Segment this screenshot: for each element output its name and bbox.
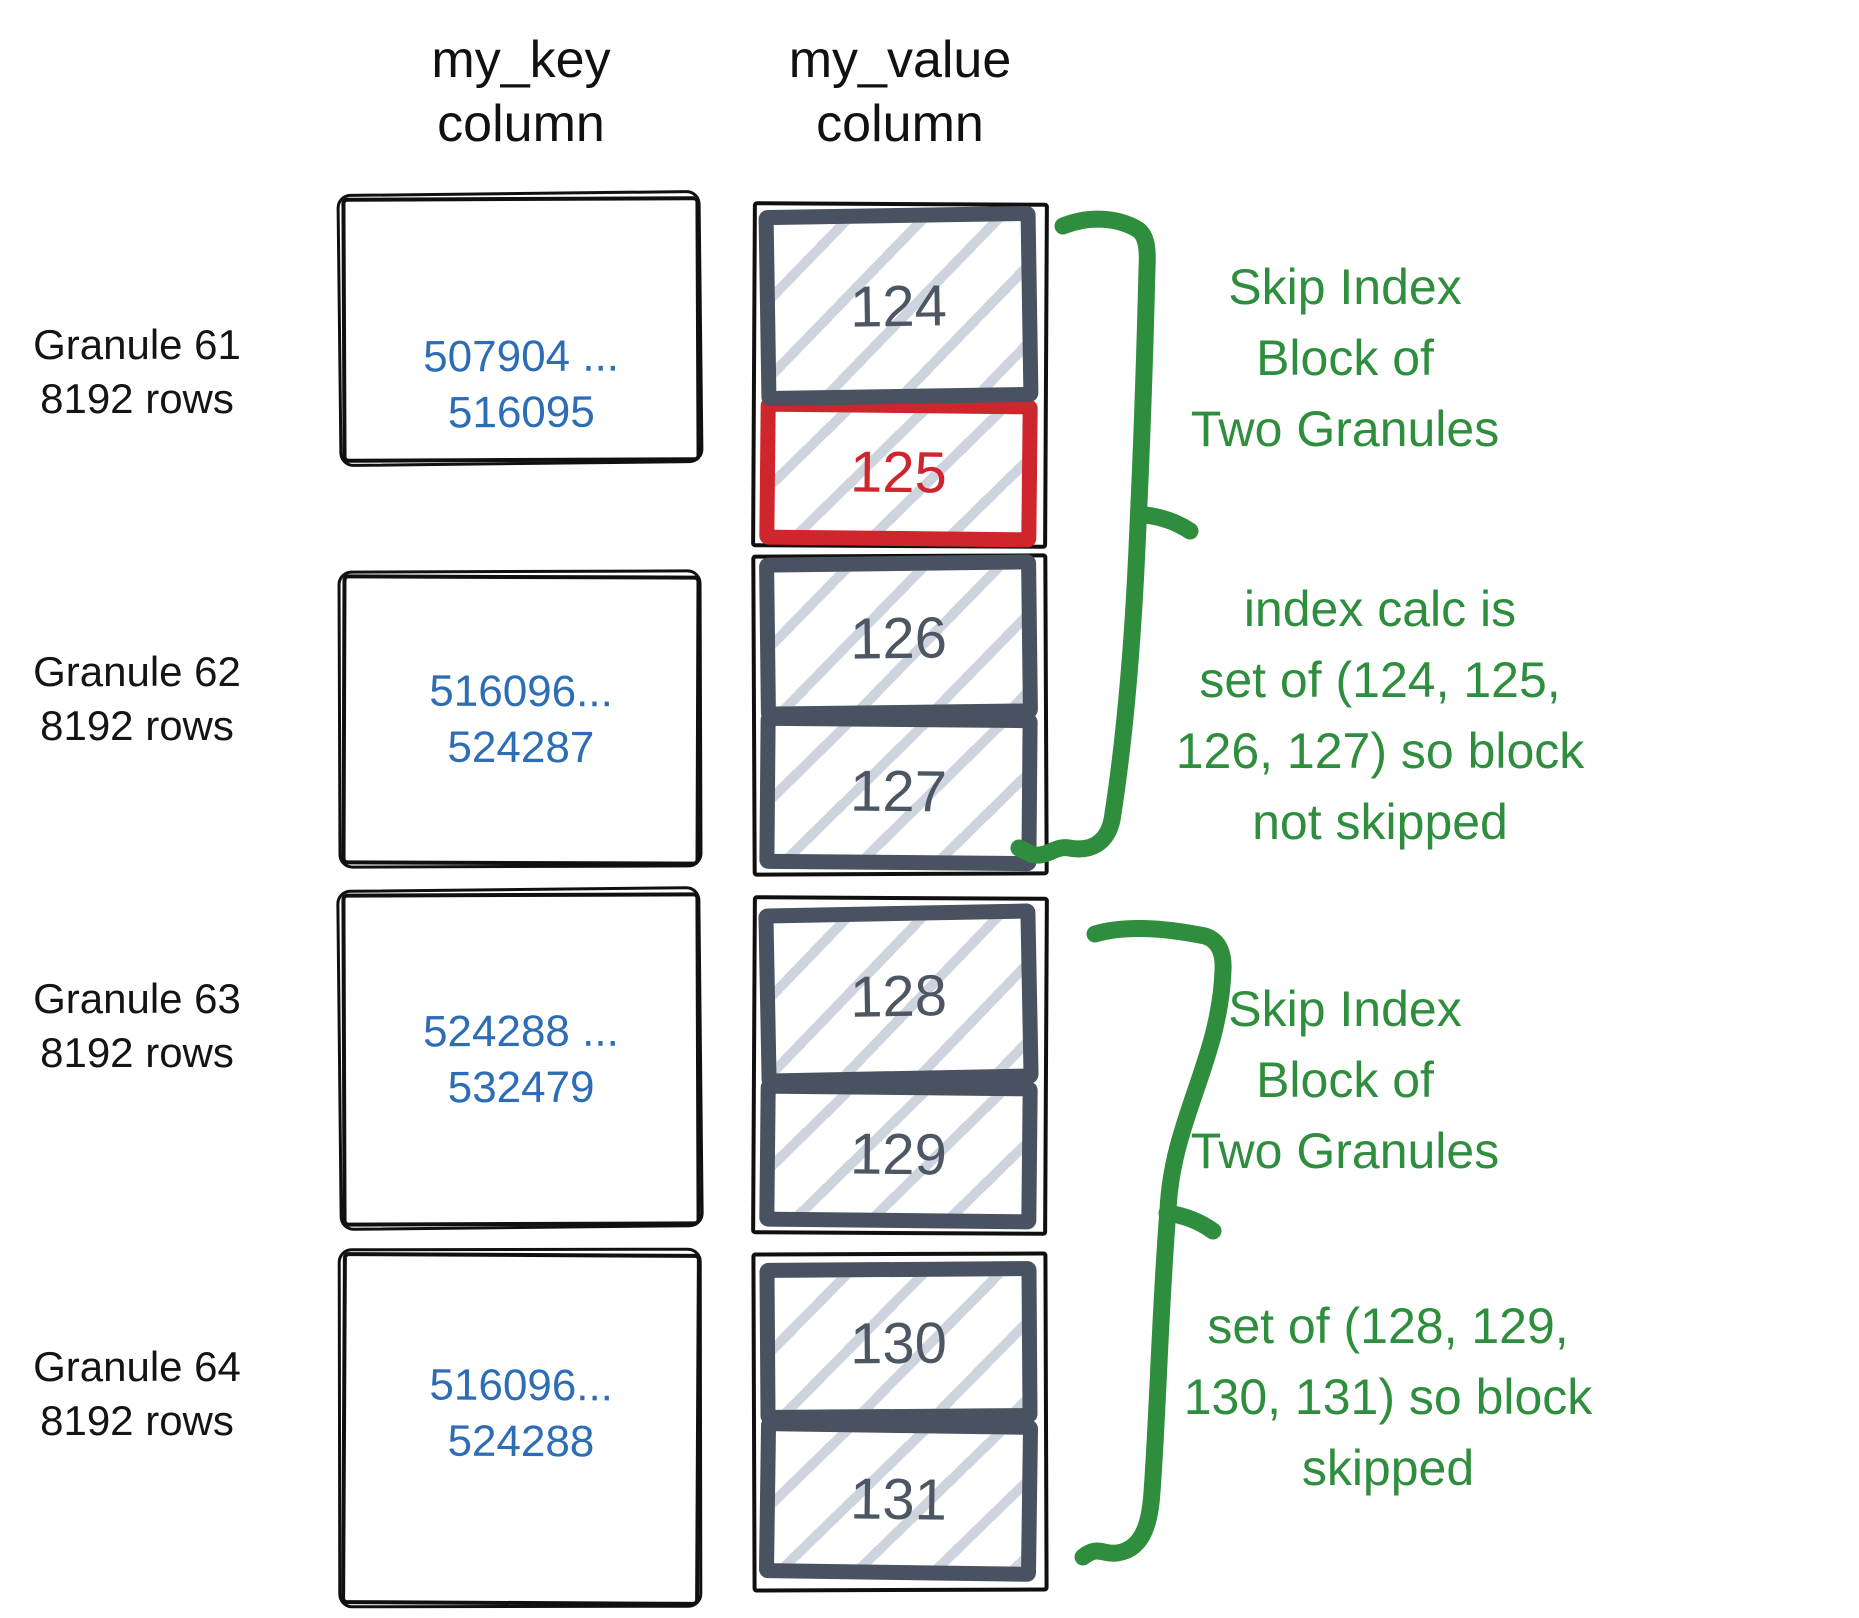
annotation-line: Block of [1256, 1052, 1434, 1108]
value-column-header: my_value column [742, 28, 1058, 156]
granule-63-label: Granule 63 8192 rows [22, 972, 252, 1080]
annotation-index-calc-not-skipped: index calc is set of (124, 125, 126, 127… [1170, 574, 1590, 858]
annotation-line: set of (128, 129, [1207, 1298, 1569, 1354]
brace-granules-63-64-nub [1158, 1204, 1222, 1240]
granule-61-rows: 8192 rows [40, 375, 234, 422]
annotation-line: index calc is [1243, 581, 1517, 637]
annotation-line: Block of [1256, 330, 1434, 386]
key-box-granule-64: 516096... 524288 [341, 1252, 701, 1606]
annotation-line: 130, 131) so block [1183, 1369, 1593, 1425]
granule-61-label: Granule 61 8192 rows [22, 318, 252, 426]
key-range-start: 524288 ... [422, 1006, 619, 1056]
annotation-line: 126, 127) so block [1175, 723, 1585, 779]
key-range-end: 524287 [447, 722, 595, 773]
value-column-header-line2: column [816, 95, 984, 153]
brace-granules-61-62-nub [1136, 506, 1199, 540]
value-block-126: 126 [759, 554, 1038, 722]
value-block-127: 127 [759, 710, 1038, 872]
key-box-granule-63: 524288 ... 532479 [341, 892, 701, 1227]
granule-64-label: Granule 64 8192 rows [22, 1340, 252, 1448]
value-block-130: 130 [759, 1261, 1038, 1425]
annotation-set-skipped: set of (128, 129, 130, 131) so block ski… [1168, 1291, 1608, 1504]
key-box-granule-62: 516096... 524287 [341, 574, 701, 866]
key-range-start: 516096... [429, 666, 613, 717]
value-block-127-label: 127 [849, 758, 948, 824]
granule-63-rows: 8192 rows [40, 1029, 234, 1076]
value-block-125-label: 125 [849, 438, 948, 506]
value-block-124: 124 [758, 205, 1039, 407]
annotation-line: skipped [1301, 1440, 1475, 1496]
key-range-end: 532479 [447, 1062, 595, 1112]
annotation-line: Skip Index [1228, 981, 1462, 1037]
key-range-start: 507904 ... [423, 331, 620, 381]
granule-64-name: Granule 64 [33, 1343, 241, 1390]
value-block-130-label: 130 [849, 1310, 948, 1376]
value-block-129: 129 [759, 1078, 1038, 1230]
annotation-line: Two Granules [1190, 401, 1500, 457]
value-column-header-line1: my_value [788, 31, 1012, 89]
annotation-line: Two Granules [1190, 1123, 1500, 1179]
key-box-granule-61: 507904 ... 516095 [341, 196, 701, 463]
annotation-skip-block-top: Skip Index Block of Two Granules [1150, 252, 1540, 465]
granule-62-rows: 8192 rows [40, 702, 234, 749]
value-block-131-label: 131 [849, 1465, 948, 1533]
granule-64-rows: 8192 rows [40, 1397, 234, 1444]
granule-62-label: Granule 62 8192 rows [22, 645, 252, 753]
annotation-skip-block-bottom: Skip Index Block of Two Granules [1150, 974, 1540, 1187]
value-block-126-label: 126 [849, 604, 948, 672]
annotation-line: not skipped [1252, 794, 1508, 850]
annotation-line: Skip Index [1228, 259, 1462, 315]
key-column-header-line1: my_key [431, 31, 611, 89]
value-block-131: 131 [758, 1416, 1039, 1582]
key-column-header-line2: column [437, 95, 605, 153]
granule-61-name: Granule 61 [33, 321, 241, 368]
value-block-125-highlighted: 125 [759, 396, 1038, 548]
value-block-129-label: 129 [849, 1120, 948, 1188]
key-column-header: my_key column [342, 28, 700, 156]
key-range-end: 524288 [447, 1416, 595, 1467]
annotation-line: set of (124, 125, [1199, 652, 1561, 708]
granule-62-name: Granule 62 [33, 648, 241, 695]
value-block-124-label: 124 [849, 272, 948, 340]
granule-63-name: Granule 63 [33, 975, 241, 1022]
value-block-128-label: 128 [849, 962, 948, 1030]
key-range-end: 516095 [447, 387, 595, 437]
value-block-128: 128 [758, 903, 1039, 1089]
key-range-start: 516096... [429, 1360, 614, 1411]
